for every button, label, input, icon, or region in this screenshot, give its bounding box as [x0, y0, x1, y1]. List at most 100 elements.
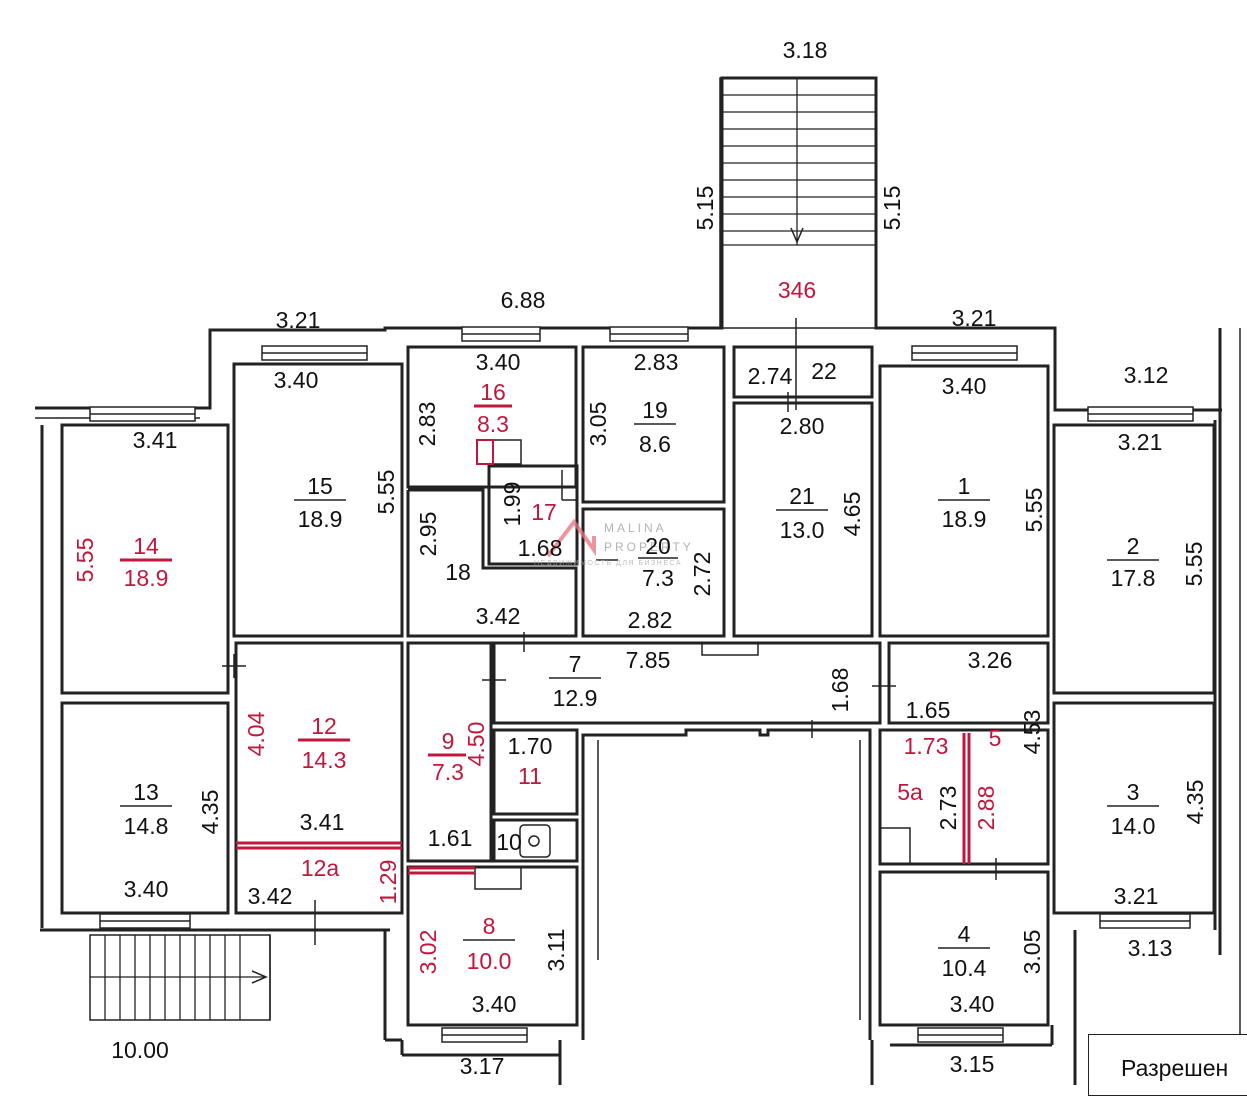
dim-label: 3.05 [585, 402, 611, 447]
room-9-number: 9 [442, 728, 455, 754]
room-21-area: 13.0 [780, 517, 825, 543]
dim-label: 4.65 [839, 492, 865, 537]
dim-label: 3.42 [248, 883, 293, 909]
dim-label: 3.02 [415, 930, 441, 975]
dim-label: 5.55 [72, 538, 98, 583]
dim-label: 5.55 [373, 470, 399, 515]
dim-label: 7.85 [626, 647, 671, 673]
dim-label: 2.83 [634, 349, 679, 375]
room-1-number: 1 [958, 473, 971, 499]
room-15-number: 15 [307, 473, 333, 499]
room-16-area: 8.3 [477, 411, 509, 437]
dim-label: 3.40 [950, 991, 995, 1017]
room-13-area: 14.8 [124, 813, 169, 839]
dim-label: 4.35 [1182, 780, 1208, 825]
room-8-number: 8 [483, 913, 496, 939]
door-markers [222, 392, 997, 945]
dim-label: 1.68 [518, 535, 563, 561]
room-12a-number: 12а [301, 855, 340, 881]
room-9-area: 7.3 [432, 759, 464, 785]
note-box: Разрешен [1088, 1034, 1247, 1096]
dim-label: 1.73 [904, 733, 949, 759]
dim-label: 10.00 [111, 1037, 169, 1063]
room-19-area: 8.6 [639, 431, 671, 457]
partitions [60, 345, 1216, 1040]
room-7-area: 12.9 [553, 685, 598, 711]
dim-label: 3.21 [276, 307, 321, 333]
dim-label: 3.21 [1118, 429, 1163, 455]
windows [89, 326, 1194, 1043]
room-4-number: 4 [958, 921, 971, 947]
dim-label: 2.82 [628, 607, 673, 633]
room-20-number: 20 [645, 533, 671, 559]
dim-label: 3.26 [968, 647, 1013, 673]
watermark-tagline: НЕДВИЖИМОСТЬ ДЛЯ БИЗНЕСА [534, 560, 682, 567]
dim-label: 3.13 [1128, 935, 1173, 961]
room-3-number: 3 [1127, 779, 1140, 805]
dim-label: 3.40 [274, 367, 319, 393]
room-5a-number: 5а [897, 779, 923, 805]
room-11-number: 11 [518, 763, 542, 789]
room-10-number: 10 [496, 829, 522, 855]
dim-label: 1.68 [827, 668, 853, 713]
room-12-area: 14.3 [302, 747, 347, 773]
dim-label: 3.40 [472, 991, 517, 1017]
dim-label: 2.72 [689, 552, 715, 597]
dim-label: 3.41 [133, 427, 178, 453]
dim-label: 3.05 [1019, 930, 1045, 975]
dim-label: 5.55 [1021, 488, 1047, 533]
dim-label: 5.15 [692, 186, 718, 231]
dim-label: 3.17 [460, 1053, 505, 1079]
dim-label: 3.15 [950, 1051, 995, 1077]
room-1-area: 18.9 [942, 506, 987, 532]
room-18-number: 18 [445, 559, 471, 585]
dim-label: 2.74 [748, 363, 793, 389]
note-text: Разрешен [1121, 1055, 1229, 1081]
dim-label: 1.99 [499, 482, 525, 527]
dim-label: 3.40 [942, 373, 987, 399]
dim-label: 3.12 [1124, 362, 1169, 388]
room-12-number: 12 [311, 713, 337, 739]
dim-label: 3.40 [476, 349, 521, 375]
dim-label: 3.21 [952, 305, 997, 331]
red-markings [236, 439, 971, 875]
dim-label: 2.88 [973, 786, 999, 831]
room-4-area: 10.4 [942, 955, 987, 981]
dim-label: 3.21 [1114, 883, 1159, 909]
dim-label: 1.70 [508, 733, 553, 759]
brand-logo-icon [546, 518, 596, 558]
dimension-labels: 3.18 3.21 6.88 3.21 3.12 3.40 3.40 2.83 … [111, 37, 1172, 1079]
dim-label: 1.65 [906, 697, 951, 723]
outer-walls [35, 76, 1241, 1085]
room-14-area: 18.9 [124, 565, 169, 591]
dim-label: 3.40 [124, 876, 169, 902]
dim-label: 5.55 [1181, 542, 1207, 587]
dim-label: 4.04 [243, 711, 269, 756]
dimension-labels-vertical: 5.15 5.15 2.83 3.05 5.55 1.99 2.95 5.55 … [72, 186, 1208, 975]
dim-label: 2.83 [414, 402, 440, 447]
dim-label: 6.88 [501, 287, 546, 313]
room-labels: 14 18.9 15 18.9 16 8.3 17 18 19 8.6 20 7… [120, 277, 1159, 981]
watermark: MALINA PROPERTY НЕДВИЖИМОСТЬ ДЛЯ БИЗНЕСА [534, 518, 691, 567]
dim-label: 2.95 [415, 512, 441, 557]
dim-label: 3.18 [783, 37, 828, 63]
dim-label: 1.61 [428, 825, 473, 851]
room-3-area: 14.0 [1111, 813, 1156, 839]
room-17-number: 17 [531, 499, 557, 525]
room-20-area: 7.3 [642, 565, 674, 591]
room-16-number: 16 [480, 379, 506, 405]
room-2-number: 2 [1127, 533, 1140, 559]
watermark-brand-top: MALINA [604, 521, 667, 535]
room-13-number: 13 [133, 779, 159, 805]
dim-label: 4.50 [463, 722, 489, 767]
top-staircase [719, 77, 877, 410]
room-2-area: 17.8 [1111, 565, 1156, 591]
dim-label: 4.35 [197, 790, 223, 835]
dim-label: 3.11 [543, 928, 569, 971]
dim-label: 3.42 [476, 603, 521, 629]
dim-label: 4.53 [1019, 710, 1045, 755]
room-21-number: 21 [789, 483, 815, 509]
dim-label: 3.41 [300, 809, 345, 835]
room-22-number: 22 [811, 358, 837, 384]
